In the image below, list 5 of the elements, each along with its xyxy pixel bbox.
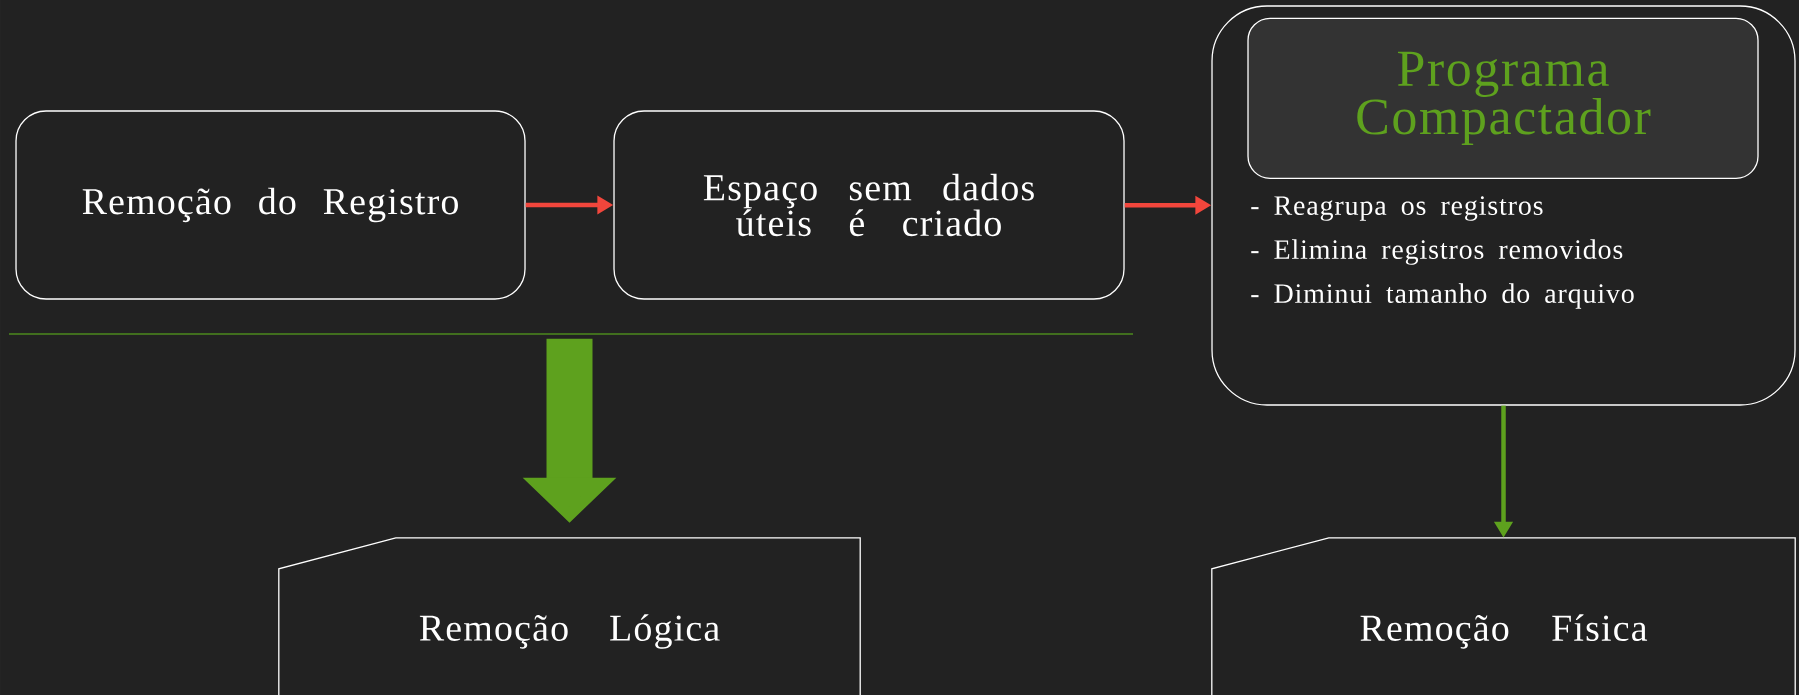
result-card: Remoção Física xyxy=(1211,537,1796,695)
process-box: Remoção do Registro xyxy=(15,110,526,300)
title-box: Programa Compactador xyxy=(1247,17,1759,179)
result-card: Remoção Lógica xyxy=(278,537,861,695)
process-box: Espaço sem dados úteis é criado xyxy=(613,110,1125,300)
